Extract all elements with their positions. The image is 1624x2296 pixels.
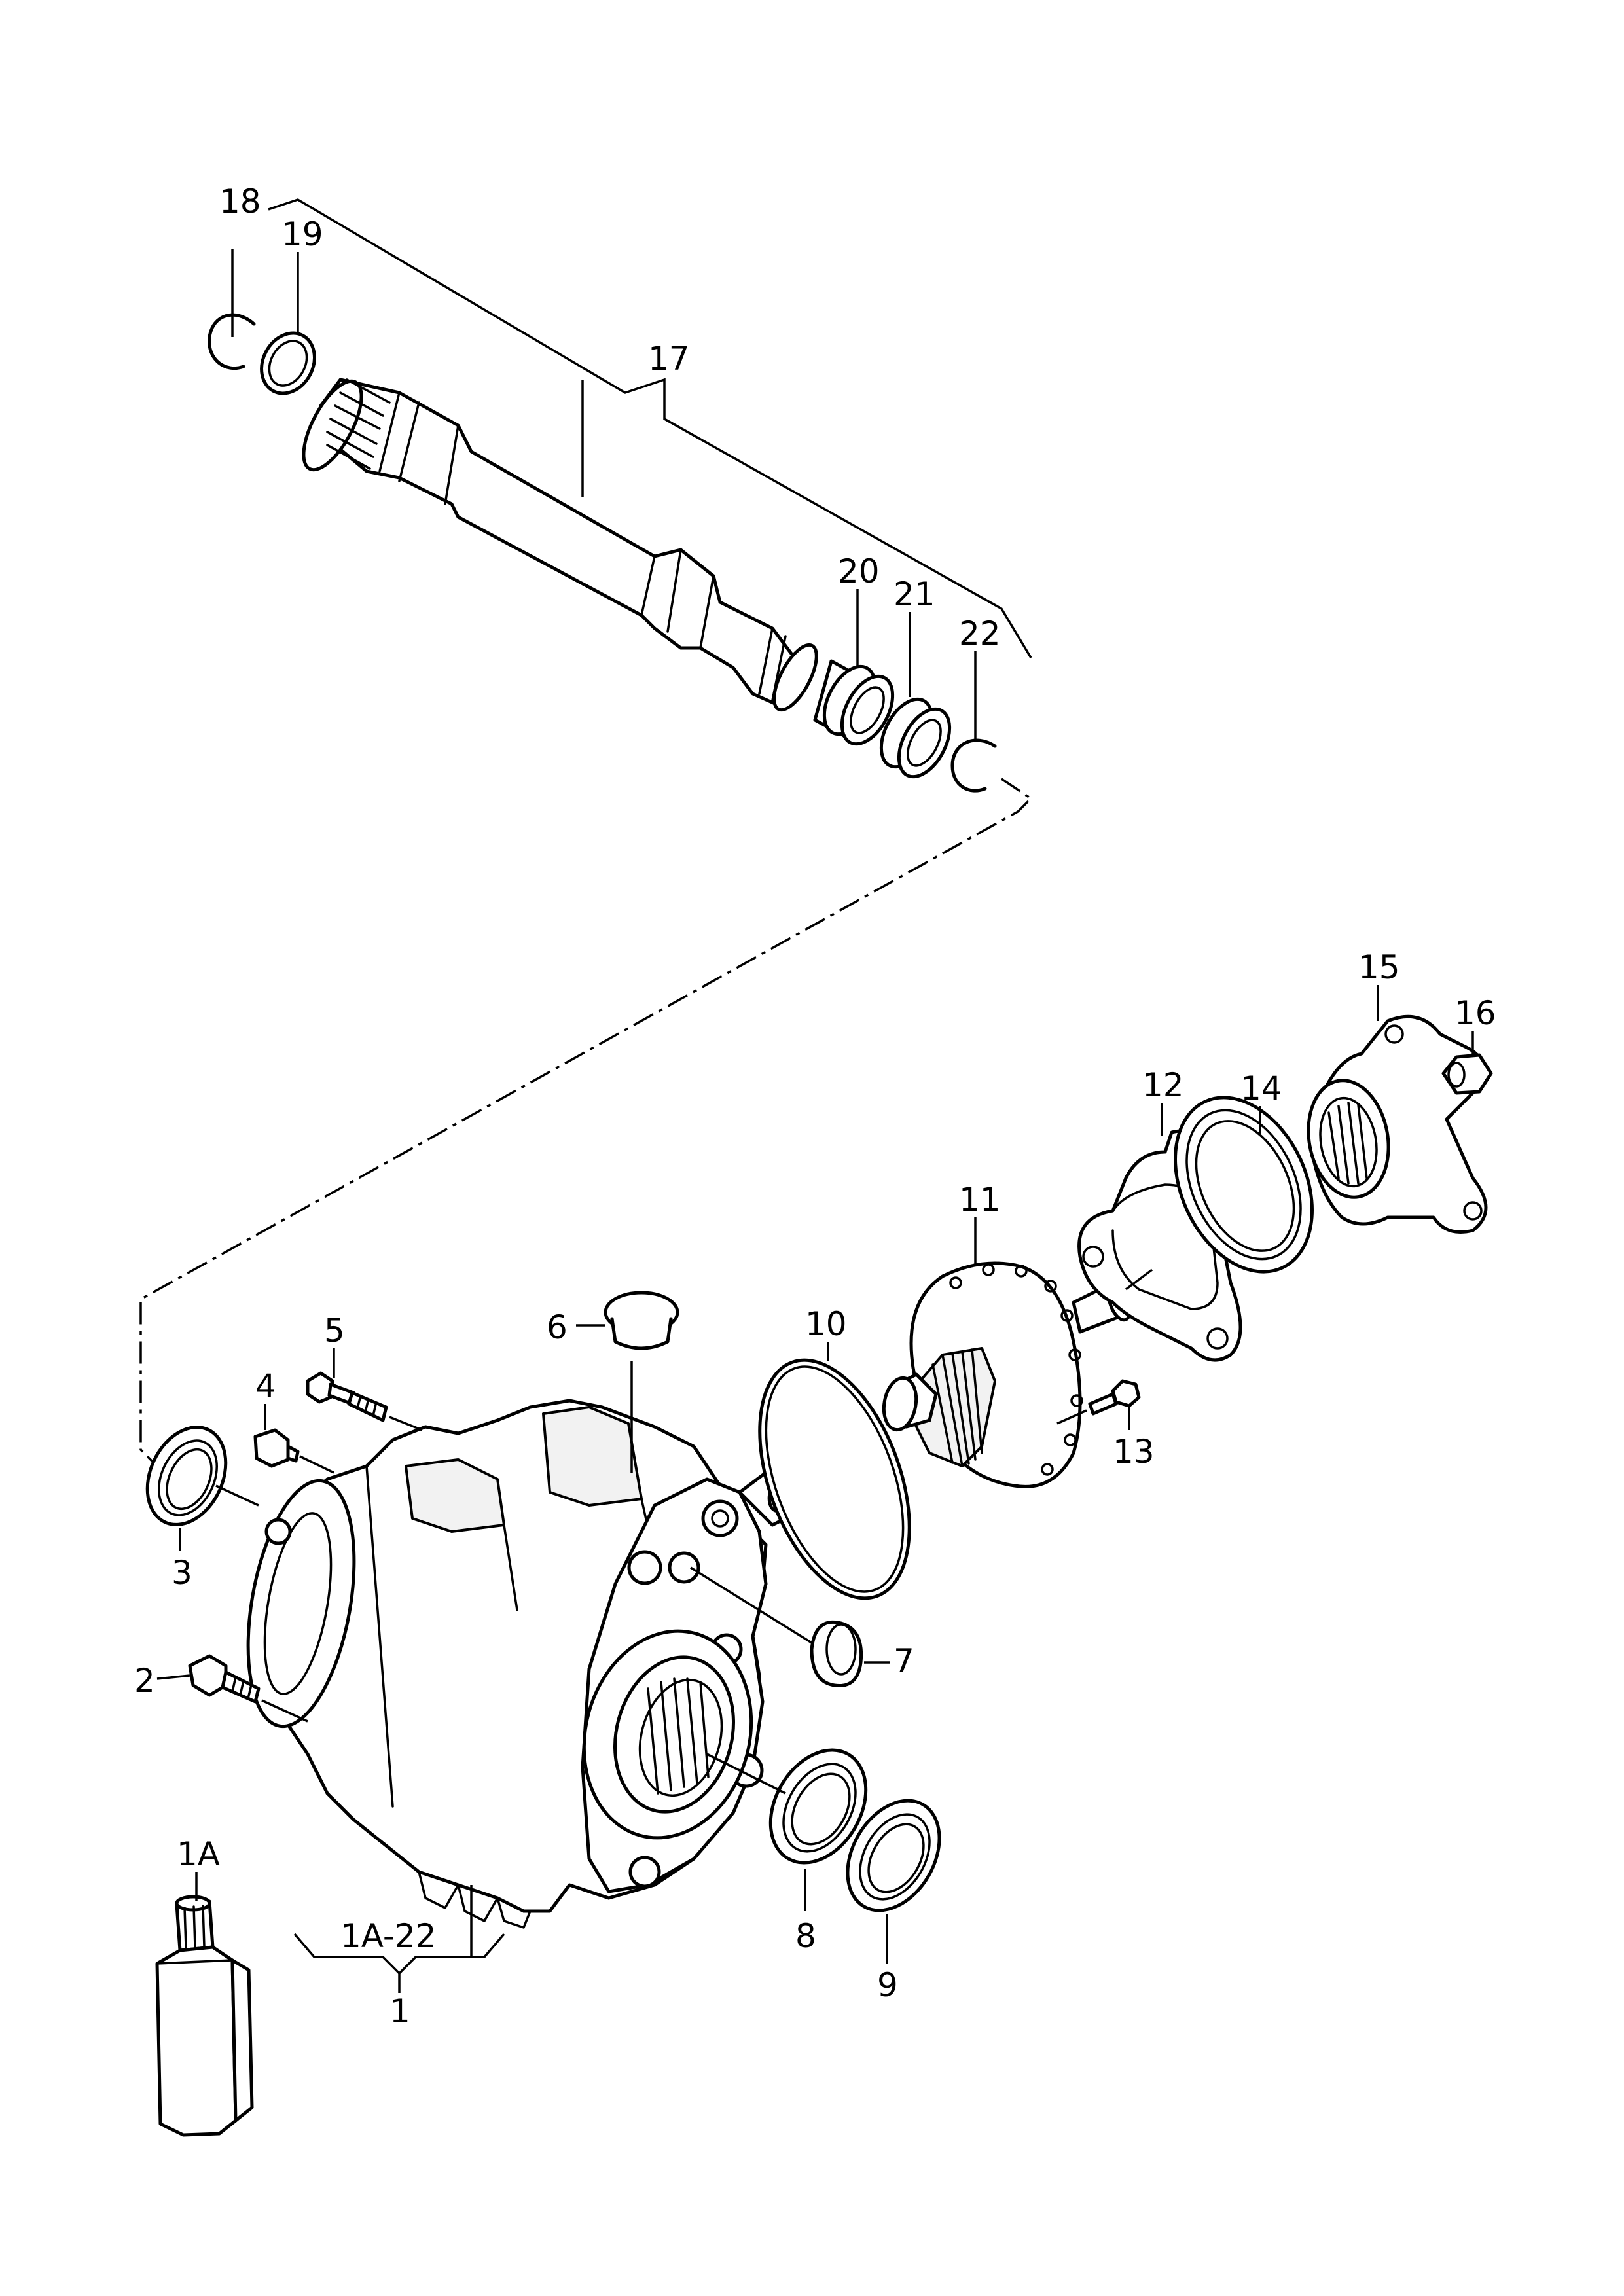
- label-18: 18: [219, 183, 261, 221]
- cap-6: [604, 1291, 679, 1350]
- label-6: 6: [547, 1308, 568, 1346]
- leader-12b: [1125, 1268, 1153, 1291]
- label-11: 11: [959, 1181, 1001, 1219]
- label-8: 8: [795, 1917, 816, 1955]
- label-15: 15: [1358, 948, 1400, 986]
- bolt-2: [188, 1654, 261, 1704]
- o-ring-10: [758, 1358, 911, 1600]
- leader-5b: [389, 1416, 423, 1431]
- ring-19: [260, 331, 316, 395]
- label-14: 14: [1240, 1069, 1282, 1107]
- label-9: 9: [877, 1966, 898, 2004]
- label-13: 13: [1113, 1433, 1155, 1471]
- label-4: 4: [255, 1367, 276, 1405]
- label-17: 17: [648, 340, 690, 378]
- plug-4: [253, 1428, 300, 1468]
- leader-4b: [299, 1455, 334, 1474]
- label-1a: 1A: [177, 1835, 220, 1873]
- leader-3b: [215, 1484, 259, 1507]
- shaft-seal-14: [1174, 1096, 1314, 1274]
- leader-2: [156, 1674, 190, 1680]
- label-16: 16: [1454, 994, 1496, 1032]
- circlip-18: [208, 313, 256, 370]
- label-12: 12: [1142, 1066, 1184, 1104]
- needle-bearing-20: [813, 659, 895, 746]
- leader-13: [1056, 1409, 1087, 1425]
- label-19: 19: [281, 215, 323, 253]
- label-22: 22: [959, 615, 1001, 653]
- label-1a-22: 1A-22: [340, 1917, 437, 1955]
- label-2: 2: [134, 1662, 155, 1700]
- label-1: 1: [389, 1992, 410, 2030]
- circlip-22: [950, 738, 997, 793]
- bolt-13: [1088, 1379, 1141, 1416]
- differential-11: [882, 1261, 1132, 1488]
- shaft-seal-9: [846, 1799, 941, 1912]
- shaft-seal-8: [768, 1748, 868, 1865]
- shaft-17: [319, 378, 807, 709]
- transfer-case-housing: [246, 1399, 801, 1929]
- label-10: 10: [805, 1305, 847, 1343]
- oil-bottle-1a: [155, 1895, 254, 2137]
- leader-7b: [690, 1566, 812, 1644]
- leader-2b: [261, 1699, 308, 1723]
- leader-8b: [706, 1753, 786, 1795]
- label-7: 7: [893, 1642, 914, 1680]
- ring-19-inner: [268, 340, 308, 387]
- shaft-spline-right: [772, 643, 818, 712]
- shaft-seal-3: [145, 1426, 228, 1526]
- cap-7: [810, 1620, 863, 1688]
- bracket-17: [268, 198, 1032, 658]
- flange-15: [1307, 1014, 1488, 1234]
- nut-16: [1441, 1053, 1493, 1095]
- input-shaft-assembly: [139, 198, 1033, 1467]
- label-3: 3: [171, 1554, 192, 1592]
- bolt-5: [306, 1371, 388, 1422]
- shaft-spline-left: [302, 379, 363, 472]
- label-5: 5: [324, 1312, 345, 1350]
- label-21: 21: [893, 575, 935, 613]
- label-20: 20: [838, 552, 880, 590]
- needle-bearing-21: [879, 697, 952, 779]
- axis-line: [139, 778, 1033, 1467]
